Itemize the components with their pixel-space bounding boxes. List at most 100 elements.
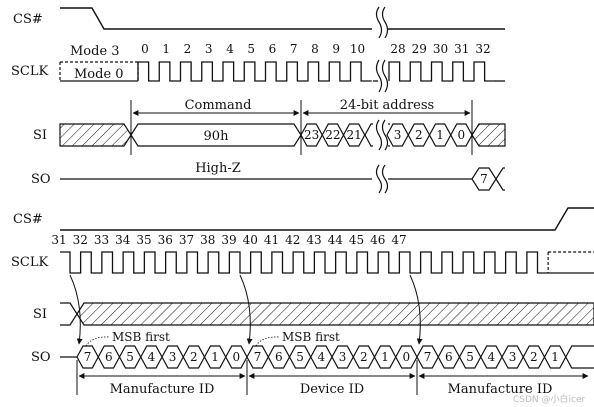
so-device-bit: 5 [296, 350, 304, 364]
top-clock-number: 0 [141, 42, 149, 56]
top-si-address-bit: 22 [325, 128, 340, 142]
bottom-si-start [60, 302, 78, 326]
bottom-clock-number: 41 [264, 233, 279, 247]
so-manufacturer-bit: 7 [84, 350, 92, 364]
top-clock-number: 28 [390, 42, 405, 56]
bottom-cs-label: CS# [13, 212, 43, 227]
top-brackets [130, 100, 473, 155]
mode3-label: Mode 3 [70, 44, 120, 59]
so-repeat-bit: 2 [530, 350, 538, 364]
top-so-label: SO [31, 172, 51, 187]
so-device-bit: 6 [275, 350, 283, 364]
top-clock-number: 2 [184, 42, 192, 56]
top-clock-number: 30 [433, 42, 448, 56]
bottom-clock-number: 44 [328, 233, 344, 247]
top-sclk-label: SCLK [11, 64, 48, 79]
manufacture-id-repeat-label: Manufacture ID [448, 382, 553, 397]
bottom-clock-number: 39 [221, 233, 236, 247]
bottom-sclk-waveform [60, 251, 594, 274]
msb-first-pointer-2 [255, 336, 281, 347]
top-clock-number: 5 [247, 42, 255, 56]
so-repeat-bit: 6 [445, 350, 453, 364]
so-trail-top [565, 345, 594, 358]
so-repeat-bit: 1 [551, 350, 559, 364]
top-clock-number: 29 [412, 42, 427, 56]
bottom-clock-number: 34 [115, 233, 131, 247]
top-si-addr-tail-a [364, 123, 373, 136]
so-device-bit: 2 [360, 350, 368, 364]
bottom-clock-number: 43 [306, 233, 321, 247]
bottom-clock-number: 37 [179, 233, 194, 247]
top-clock-number: 8 [311, 42, 319, 56]
top-so-trail-b [495, 178, 505, 191]
top-si-hatched-end [471, 123, 506, 147]
top-si-address-bit: 2 [415, 128, 423, 142]
bottom-clock-number: 42 [285, 233, 300, 247]
top-clock-number: 31 [454, 42, 469, 56]
top-si-address-bit: 3 [394, 128, 402, 142]
top-si-hatched [59, 123, 132, 147]
watermark: CSDN @小白icer [513, 393, 586, 405]
bottom-si-label: SI [33, 307, 47, 322]
bottom-clock-number: 32 [73, 233, 88, 247]
bottom-clock-number: 47 [391, 233, 406, 247]
top-si-address-bit: 21 [346, 128, 361, 142]
address-label: 24-bit address [340, 98, 434, 113]
top-clock-number: 10 [350, 42, 365, 56]
clock-to-data-arrows [69, 274, 423, 345]
bottom-clock-number: 40 [243, 233, 258, 247]
command-label: Command [185, 98, 252, 113]
msb-first-pointer-1 [85, 336, 111, 347]
so-repeat-bit: 7 [424, 350, 432, 364]
top-si-address-bit: 23 [304, 128, 319, 142]
so-manufacturer-bit: 0 [233, 350, 241, 364]
so-repeat-bit: 3 [509, 350, 517, 364]
bottom-clock-number: 36 [158, 233, 173, 247]
so-device-bit: 1 [381, 350, 389, 364]
top-clock-number: 1 [162, 42, 170, 56]
top-sclk-waveform [137, 61, 505, 82]
top-clock-number: 9 [332, 42, 340, 56]
top-cs-waveform [60, 7, 372, 30]
top-clock-number: 7 [290, 42, 298, 56]
so-manufacturer-bit: 5 [126, 350, 134, 364]
so-trail-bottom [565, 356, 594, 369]
bottom-sclk-path [60, 251, 549, 274]
so-manufacturer-bit: 3 [169, 350, 177, 364]
bottom-sclk-label: SCLK [11, 255, 48, 270]
so-device-bit: 7 [254, 350, 262, 364]
bottom-si-hatched [76, 302, 594, 326]
so-repeat-bit: 4 [488, 350, 496, 364]
top-so-highz-label: High-Z [195, 161, 241, 176]
top-so-first-bit: 7 [480, 172, 488, 186]
top-clock-number: 6 [269, 42, 277, 56]
so-repeat-bit: 5 [466, 350, 474, 364]
so-manufacturer-bit: 4 [148, 350, 156, 364]
top-si-address-bit: 1 [436, 128, 444, 142]
so-manufacturer-bit: 1 [211, 350, 219, 364]
top-cs-label: CS# [13, 12, 43, 27]
top-clock-number: 4 [226, 42, 234, 56]
so-manufacturer-bit: 2 [190, 350, 198, 364]
top-si-label: SI [33, 128, 47, 143]
bottom-cs-waveform [60, 207, 594, 231]
bottom-clock-number: 46 [370, 233, 385, 247]
bottom-clock-number: 33 [94, 233, 109, 247]
bottom-clock-number: 45 [349, 233, 364, 247]
top-sclk-segment-a [137, 61, 372, 82]
top-sclk-segment-b [388, 61, 496, 82]
top-break-marks [375, 6, 389, 194]
bottom-clock-number: 35 [136, 233, 151, 247]
bottom-clock-number: 38 [200, 233, 215, 247]
msb-first-label-1: MSB first [112, 330, 170, 344]
id-brackets [76, 360, 589, 395]
mode0-label: Mode 0 [74, 67, 124, 82]
top-si-command-value: 90h [204, 129, 230, 144]
manufacture-id-label: Manufacture ID [110, 382, 215, 397]
